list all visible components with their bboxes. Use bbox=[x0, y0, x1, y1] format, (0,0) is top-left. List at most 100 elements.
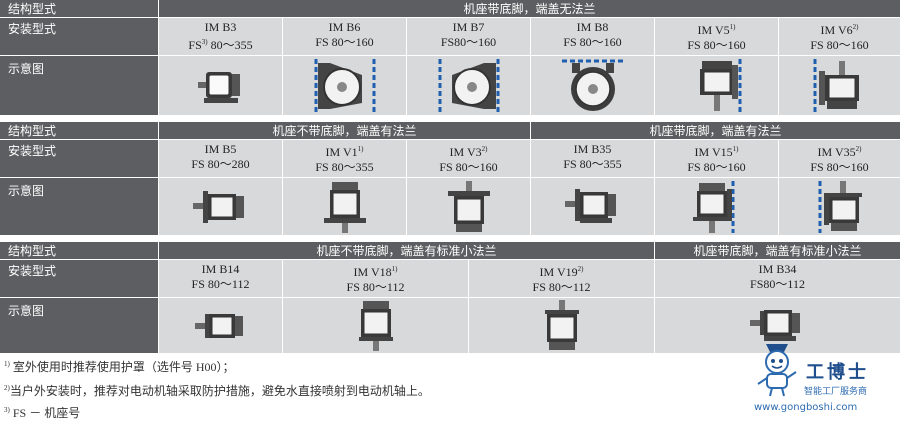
fs-range: 80～280 bbox=[207, 157, 250, 171]
im-footnote: 2) bbox=[481, 145, 488, 153]
section2-mounting-row: 安装型式 IM B5 FS 80～280 IM V11) FS 80～355 I… bbox=[0, 140, 900, 178]
im-label: IM B6 bbox=[328, 20, 361, 34]
diagram-im-b5 bbox=[158, 178, 282, 236]
motor-foot-flange-icon bbox=[564, 188, 616, 223]
diagram-im-v18 bbox=[282, 298, 468, 354]
fs-label: FS bbox=[315, 160, 329, 174]
label-diagram: 示意图 bbox=[0, 298, 158, 354]
diagram-im-v5 bbox=[654, 56, 778, 116]
fs-label: FS bbox=[346, 280, 360, 294]
im-label: IM B5 bbox=[204, 142, 237, 156]
cell-im-b7: IM B7 FS80～160 bbox=[406, 18, 530, 56]
label-mounting: 安装型式 bbox=[0, 18, 158, 56]
fs-label: FS bbox=[687, 38, 701, 52]
fs-range: 80～160 bbox=[579, 35, 622, 49]
fs-label: FS bbox=[440, 35, 455, 49]
im-label: IM V5 bbox=[697, 23, 730, 37]
im-footnote: 2) bbox=[855, 145, 862, 153]
fs-range: 80～160 bbox=[455, 160, 498, 174]
im-label: IM B8 bbox=[576, 20, 609, 34]
section1-mounting-row: 安装型式 IM B3 FS3) 80～355 IM B6 FS 80～160 I… bbox=[0, 18, 900, 56]
motor-flange-vertical-icon bbox=[447, 180, 490, 232]
diagram-im-b7 bbox=[406, 56, 530, 116]
fs-label: FS bbox=[532, 280, 546, 294]
footnote-text: FS － 机座号 bbox=[12, 406, 81, 420]
im-footnote: 1) bbox=[391, 265, 398, 273]
diagram-im-v6 bbox=[778, 56, 900, 116]
cell-im-b5: IM B5 FS 80～280 bbox=[158, 140, 282, 178]
fs-range: 80～160 bbox=[331, 35, 374, 49]
diagram-im-b8 bbox=[530, 56, 654, 116]
logo-url: www.gongboshi.com bbox=[754, 402, 858, 413]
fs-footnote: 3) bbox=[201, 38, 208, 46]
cell-im-b14: IM B14 FS 80～112 bbox=[158, 260, 282, 298]
cell-im-v19: IM V192) FS 80～112 bbox=[468, 260, 654, 298]
im-footnote: 1) bbox=[729, 23, 736, 31]
cell-im-v1: IM V11) FS 80～355 bbox=[282, 140, 406, 178]
im-label: IM B14 bbox=[201, 262, 240, 276]
cell-im-v3: IM V32) FS 80～160 bbox=[406, 140, 530, 178]
im-label: IM V6 bbox=[820, 23, 853, 37]
section3-header-left: 机座不带底脚，端盖有标准小法兰 bbox=[158, 242, 654, 260]
fs-label: FS bbox=[439, 160, 453, 174]
cell-im-v35: IM V352) FS 80～160 bbox=[778, 140, 900, 178]
section2-header-row: 结构型式 机座不带底脚，端盖有法兰 机座带底脚，端盖有法兰 bbox=[0, 122, 900, 140]
im-label: IM B7 bbox=[452, 20, 485, 34]
label-structure: 结构型式 bbox=[0, 242, 158, 260]
cell-im-v6: IM V62) FS 80～160 bbox=[778, 18, 900, 56]
im-label: IM V19 bbox=[539, 265, 578, 279]
fs-range: 80～160 bbox=[703, 160, 746, 174]
section1-header: 机座带底脚，端盖无法兰 bbox=[158, 0, 900, 18]
motor-flange-vertical-icon bbox=[323, 181, 366, 233]
diagram-im-b3 bbox=[158, 56, 282, 116]
section3-header-row: 结构型式 机座不带底脚，端盖有标准小法兰 机座带底脚，端盖有标准小法兰 bbox=[0, 242, 900, 260]
fs-range: 80～160 bbox=[703, 38, 746, 52]
cell-im-b35: IM B35 FS 80～355 bbox=[530, 140, 654, 178]
diagram-im-v15 bbox=[654, 178, 778, 236]
footnote-marker: 1) bbox=[4, 360, 10, 368]
cell-im-b6: IM B6 FS 80～160 bbox=[282, 18, 406, 56]
diagram-im-b35 bbox=[530, 178, 654, 236]
section2-header-right: 机座带底脚，端盖有法兰 bbox=[530, 122, 900, 140]
diagram-im-v1 bbox=[282, 178, 406, 236]
footnote-3: 3) FS － 机座号 bbox=[4, 404, 80, 421]
fs-label: FS bbox=[191, 277, 205, 291]
motor-vertical-down-icon bbox=[699, 58, 741, 113]
section3-diagram-row: 示意图 bbox=[0, 298, 900, 354]
section1-diagram-row: 示意图 bbox=[0, 56, 900, 116]
fs-label: FS bbox=[810, 38, 824, 52]
fs-range: 80～355 bbox=[579, 157, 622, 171]
fs-range: 80～112 bbox=[548, 280, 591, 294]
fs-range: 80～160 bbox=[454, 35, 497, 49]
im-label: IM V3 bbox=[449, 145, 482, 159]
section1-header-row: 结构型式 机座带底脚，端盖无法兰 bbox=[0, 0, 900, 18]
im-footnote: 1) bbox=[357, 145, 364, 153]
im-footnote: 2) bbox=[852, 23, 859, 31]
section3-header-right: 机座带底脚，端盖有标准小法兰 bbox=[654, 242, 900, 260]
im-label: IM V18 bbox=[353, 265, 392, 279]
cell-im-b34: IM B34 FS80～112 bbox=[654, 260, 900, 298]
section2-diagram-row: 示意图 bbox=[0, 178, 900, 236]
cell-im-b8: IM B8 FS 80～160 bbox=[530, 18, 654, 56]
fs-range: 80～355 bbox=[210, 38, 253, 52]
robot-mascot-icon bbox=[757, 344, 797, 397]
motor-wall-vertical-icon bbox=[818, 180, 862, 233]
fs-range: 80～112 bbox=[207, 277, 250, 291]
motor-wall-side-icon bbox=[314, 58, 375, 113]
fs-label: FS bbox=[687, 160, 701, 174]
im-footnote: 1) bbox=[732, 145, 739, 153]
cell-im-v5: IM V51) FS 80～160 bbox=[654, 18, 778, 56]
logo-subtitle: 智能工厂服务商 bbox=[804, 387, 868, 397]
im-label: IM B35 bbox=[573, 142, 612, 156]
label-diagram: 示意图 bbox=[0, 178, 158, 236]
fs-range: 80～112 bbox=[362, 280, 405, 294]
im-label: IM B3 bbox=[204, 20, 237, 34]
section3-mounting-row: 安装型式 IM B14 FS 80～112 IM V181) FS 80～112… bbox=[0, 260, 900, 298]
footnote-2: 2)当户外安装时，推荐对电动机轴采取防护措施，避免水直接喷射到电动机轴上。 bbox=[4, 382, 430, 399]
motor-foot-small-flange-icon bbox=[749, 309, 800, 341]
fs-range: 80～160 bbox=[826, 160, 869, 174]
cell-im-b3: IM B3 FS3) 80～355 bbox=[158, 18, 282, 56]
label-structure: 结构型式 bbox=[0, 0, 158, 18]
im-label: IM V35 bbox=[817, 145, 856, 159]
im-label: IM V1 bbox=[325, 145, 358, 159]
